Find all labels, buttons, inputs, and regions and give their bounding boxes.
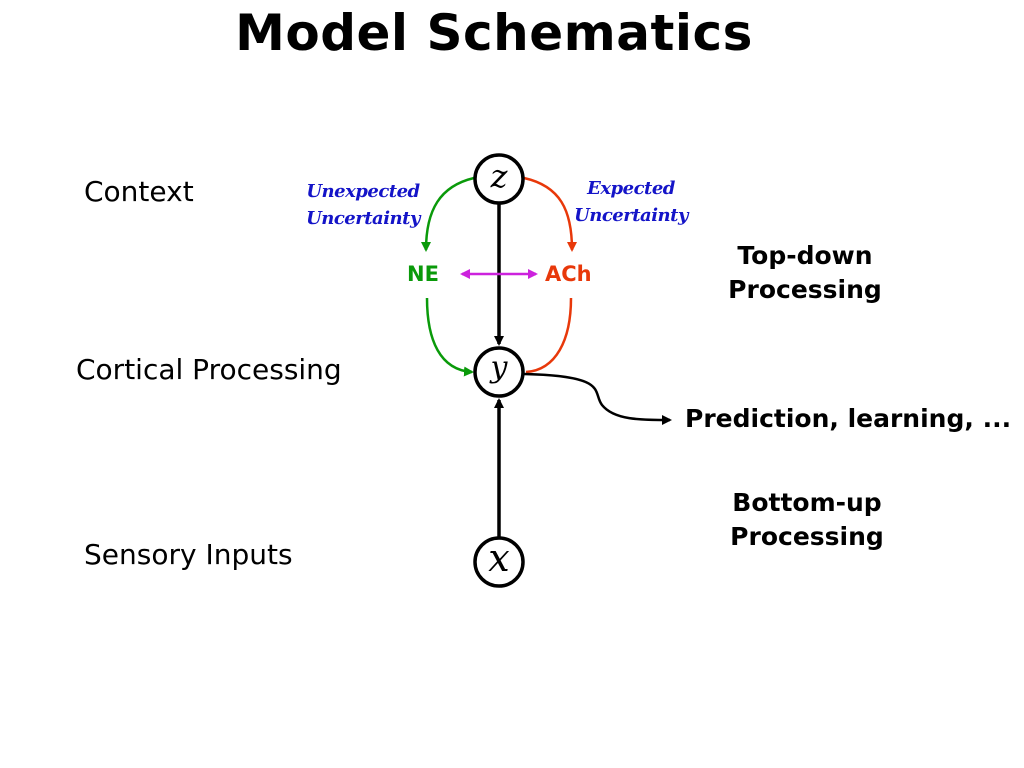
edge-ne-to-y <box>425 297 474 377</box>
node-y-circle <box>473 346 525 398</box>
edge-z-to-ne <box>421 176 475 252</box>
node-z-label: z <box>490 157 508 195</box>
node-z-circle <box>473 153 525 205</box>
unexpected-uncertainty-line2: Uncertainty <box>306 208 420 229</box>
node-x-label: x <box>488 536 510 580</box>
output-prediction-label: Prediction, learning, ... <box>685 404 1012 433</box>
edge-ach-to-y <box>525 297 573 374</box>
level-label-sensory: Sensory Inputs <box>84 538 293 571</box>
expected-uncertainty-line1: Expected <box>587 178 675 199</box>
bottomup-line2: Processing <box>730 522 884 551</box>
bottomup-processing-label: Bottom-up Processing <box>707 486 907 554</box>
ne-label: NE <box>407 262 439 286</box>
page-title: Model Schematics <box>235 4 753 62</box>
edge-z-to-ach <box>523 176 577 252</box>
unexpected-uncertainty-label: Unexpected Uncertainty <box>300 178 426 232</box>
level-label-cortical: Cortical Processing <box>76 353 342 386</box>
topdown-line2: Processing <box>728 275 882 304</box>
topdown-processing-label: Top-down Processing <box>705 239 905 307</box>
edge-y-to-output <box>523 372 672 425</box>
expected-uncertainty-line2: Uncertainty <box>574 205 688 226</box>
node-y-label: y <box>490 350 508 385</box>
bottomup-line1: Bottom-up <box>732 488 882 517</box>
ach-label: ACh <box>545 262 592 286</box>
topdown-line1: Top-down <box>737 241 873 270</box>
level-label-context: Context <box>84 175 194 208</box>
expected-uncertainty-label: Expected Uncertainty <box>568 175 694 229</box>
unexpected-uncertainty-line1: Unexpected <box>306 181 420 202</box>
node-x-circle <box>473 536 525 588</box>
